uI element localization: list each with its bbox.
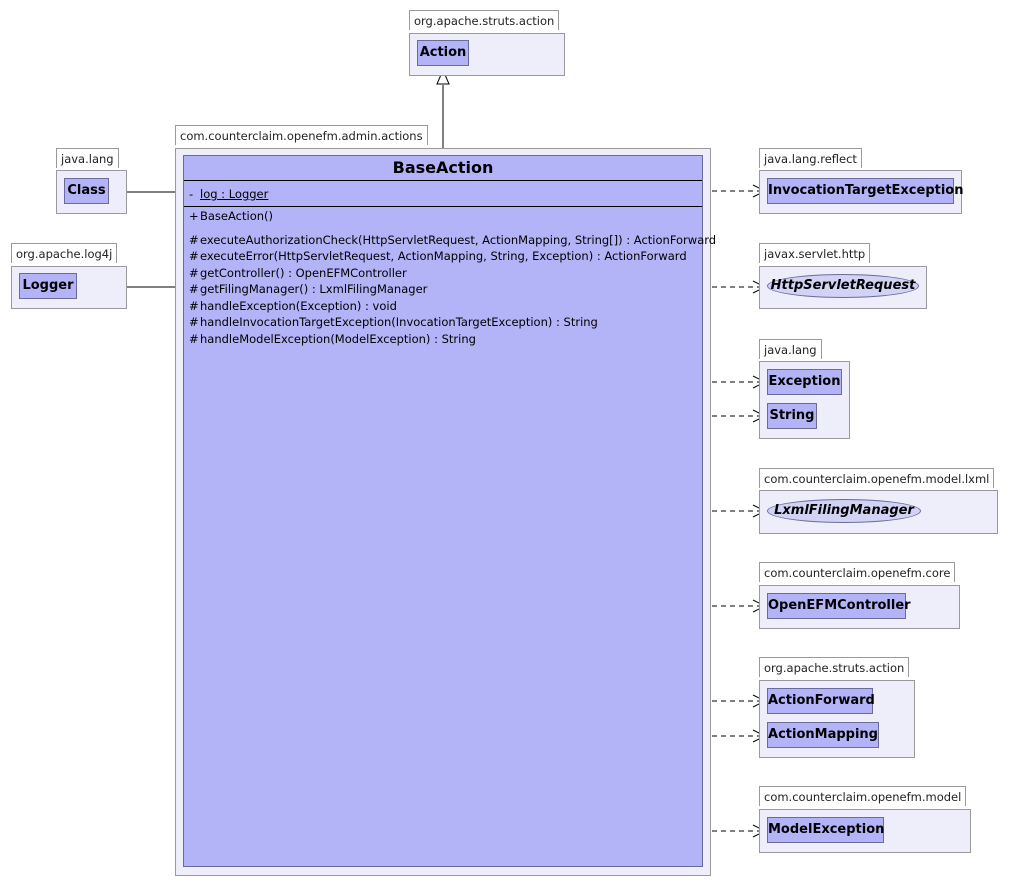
class-actionforward[interactable]: ActionForward	[767, 688, 875, 714]
visibility-marker: #	[189, 266, 199, 280]
package-tab-struts-right: org.apache.struts.action	[759, 657, 910, 677]
visibility-marker: #	[189, 315, 199, 329]
visibility-marker: #	[189, 332, 199, 346]
class-actionmapping[interactable]: ActionMapping	[767, 722, 879, 748]
visibility-marker: #	[189, 249, 199, 263]
class-class[interactable]: Class	[64, 178, 109, 204]
class-exception[interactable]: Exception	[767, 369, 842, 395]
operation-item: #executeError(HttpServletRequest, Action…	[189, 248, 687, 264]
operation-text: BaseAction()	[200, 209, 273, 223]
interface-lxmlfilingmanager[interactable]: LxmlFilingManager	[767, 499, 921, 523]
visibility-marker: #	[189, 233, 199, 247]
package-tab-core: com.counterclaim.openefm.core	[759, 562, 956, 582]
operation-item: #executeAuthorizationCheck(HttpServletRe…	[189, 232, 716, 248]
class-action[interactable]: Action	[417, 40, 469, 66]
package-tab-servlet: javax.servlet.http	[759, 243, 871, 263]
interface-httpservletrequest[interactable]: HttpServletRequest	[767, 274, 919, 298]
package-tab-admin-actions: com.counterclaim.openefm.admin.actions	[175, 125, 428, 145]
operation-text: handleModelException(ModelException) : S…	[200, 332, 476, 346]
operation-item: #handleModelException(ModelException) : …	[189, 331, 476, 347]
operation-text: executeError(HttpServletRequest, ActionM…	[200, 249, 687, 263]
package-tab-struts-top: org.apache.struts.action	[409, 10, 560, 30]
class-logger[interactable]: Logger	[19, 273, 77, 299]
generalization-arrowhead	[436, 68, 450, 85]
visibility-marker: +	[189, 209, 199, 223]
visibility-marker: #	[189, 282, 199, 296]
package-tab-log4j: org.apache.log4j	[11, 243, 118, 263]
class-modelexception[interactable]: ModelException	[767, 817, 884, 843]
class-string[interactable]: String	[767, 403, 817, 429]
visibility-private: -	[189, 187, 194, 201]
package-tab-lxml: com.counterclaim.openefm.model.lxml	[759, 468, 995, 488]
operation-item: #getController() : OpenEFMController	[189, 265, 407, 281]
class-invocationtargetexception[interactable]: InvocationTargetException	[767, 178, 964, 204]
operation-text: executeAuthorizationCheck(HttpServletReq…	[200, 233, 717, 247]
package-struts-top	[409, 33, 565, 76]
operation-text: handleException(Exception) : void	[200, 299, 397, 313]
package-tab-java-lang-left: java.lang	[56, 148, 119, 168]
operation-item: #handleInvocationTargetException(Invocat…	[189, 314, 598, 330]
package-tab-reflect: java.lang.reflect	[759, 148, 862, 168]
attribute-text: log : Logger	[200, 187, 269, 201]
class-name: BaseAction	[392, 158, 494, 177]
class-openefmcontroller[interactable]: OpenEFMController	[767, 593, 911, 619]
visibility-marker: #	[189, 299, 199, 313]
class-baseaction[interactable]: BaseAction -log : Logger +BaseAction() #…	[183, 155, 716, 867]
operation-text: getFilingManager() : LxmlFilingManager	[200, 282, 428, 296]
operation-text: getController() : OpenEFMController	[200, 266, 407, 280]
operation-item: +BaseAction()	[189, 208, 273, 224]
attribute-log: -log : Logger	[189, 186, 268, 202]
class-divider	[184, 206, 702, 207]
dependency-edges	[703, 184, 767, 838]
class-divider	[184, 180, 702, 181]
operation-item: #handleException(Exception) : void	[189, 298, 397, 314]
package-tab-model: com.counterclaim.openefm.model	[759, 786, 967, 806]
operation-item: #getFilingManager() : LxmlFilingManager	[189, 281, 427, 297]
package-tab-java-lang-right: java.lang	[759, 339, 822, 359]
operation-text: handleInvocationTargetException(Invocati…	[200, 315, 598, 329]
